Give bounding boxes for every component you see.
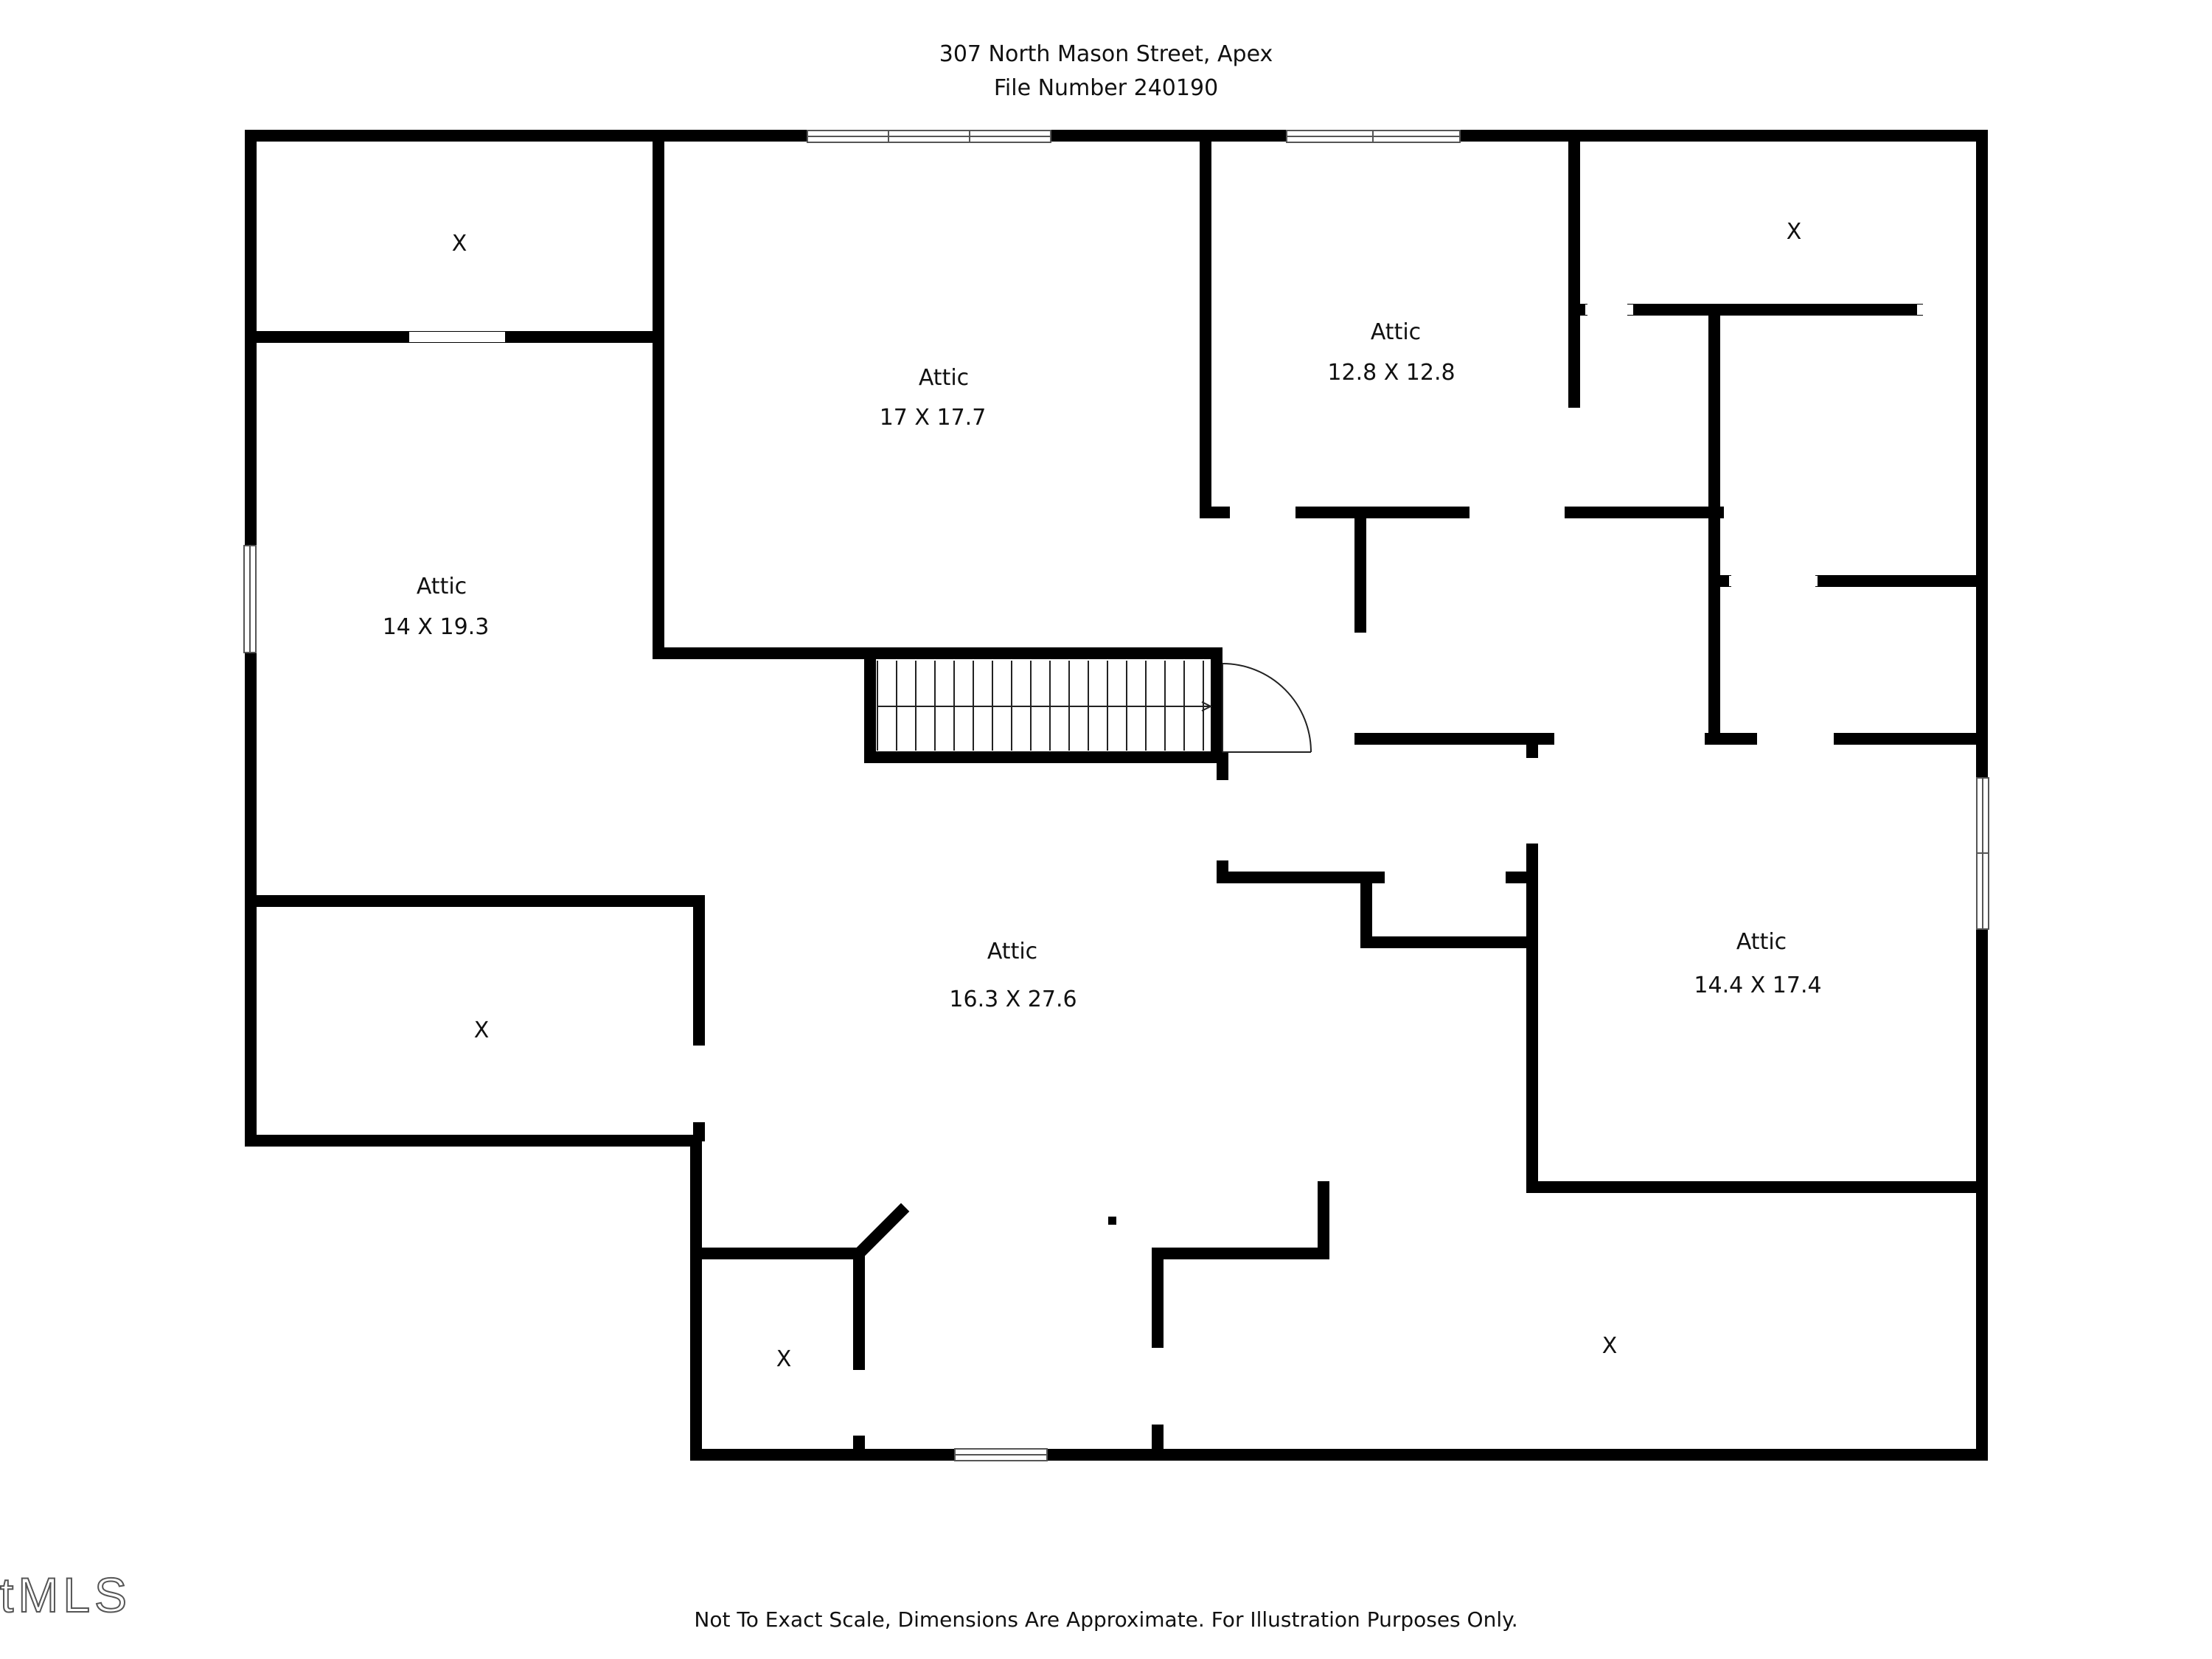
wall bbox=[1360, 877, 1538, 948]
plan-file-number: File Number 240190 bbox=[993, 75, 1219, 101]
mls-watermark: tMLS bbox=[0, 1567, 132, 1623]
room-name: Attic bbox=[1371, 319, 1421, 345]
room-labels: Attic 14 X 19.3 Attic 17 X 17.7 Attic 12… bbox=[383, 219, 1822, 1372]
room-name: Attic bbox=[1736, 929, 1787, 955]
room-dimensions: 14.4 X 17.4 bbox=[1694, 973, 1821, 998]
room-name: Attic bbox=[919, 365, 969, 391]
wall bbox=[850, 1203, 910, 1262]
unfinished-mark: X bbox=[1787, 219, 1802, 245]
door-swing bbox=[1222, 663, 1312, 753]
wall bbox=[1152, 1181, 1329, 1348]
staircase bbox=[877, 661, 1213, 751]
room-name: Attic bbox=[417, 574, 467, 599]
openings bbox=[409, 305, 1976, 586]
room-dimensions: 17 X 17.7 bbox=[880, 405, 987, 431]
stair-arrow-icon bbox=[1201, 701, 1213, 712]
disclaimer-text: Not To Exact Scale, Dimensions Are Appro… bbox=[694, 1607, 1518, 1632]
room-dimensions: 14 X 19.3 bbox=[383, 614, 490, 640]
stair-wall bbox=[864, 647, 1222, 763]
plan-address: 307 North Mason Street, Apex bbox=[939, 41, 1273, 67]
unfinished-mark: X bbox=[474, 1018, 490, 1043]
windows bbox=[243, 130, 1989, 1461]
room-dimensions: 16.3 X 27.6 bbox=[949, 987, 1077, 1012]
outer-wall bbox=[245, 130, 1988, 1461]
walls bbox=[245, 130, 1988, 1461]
unfinished-mark: X bbox=[776, 1346, 792, 1372]
unfinished-mark: X bbox=[452, 231, 467, 257]
room-dimensions: 12.8 X 12.8 bbox=[1327, 360, 1455, 386]
room-name: Attic bbox=[987, 939, 1037, 964]
unfinished-mark: X bbox=[1602, 1333, 1618, 1359]
column-marker bbox=[1108, 1217, 1116, 1225]
